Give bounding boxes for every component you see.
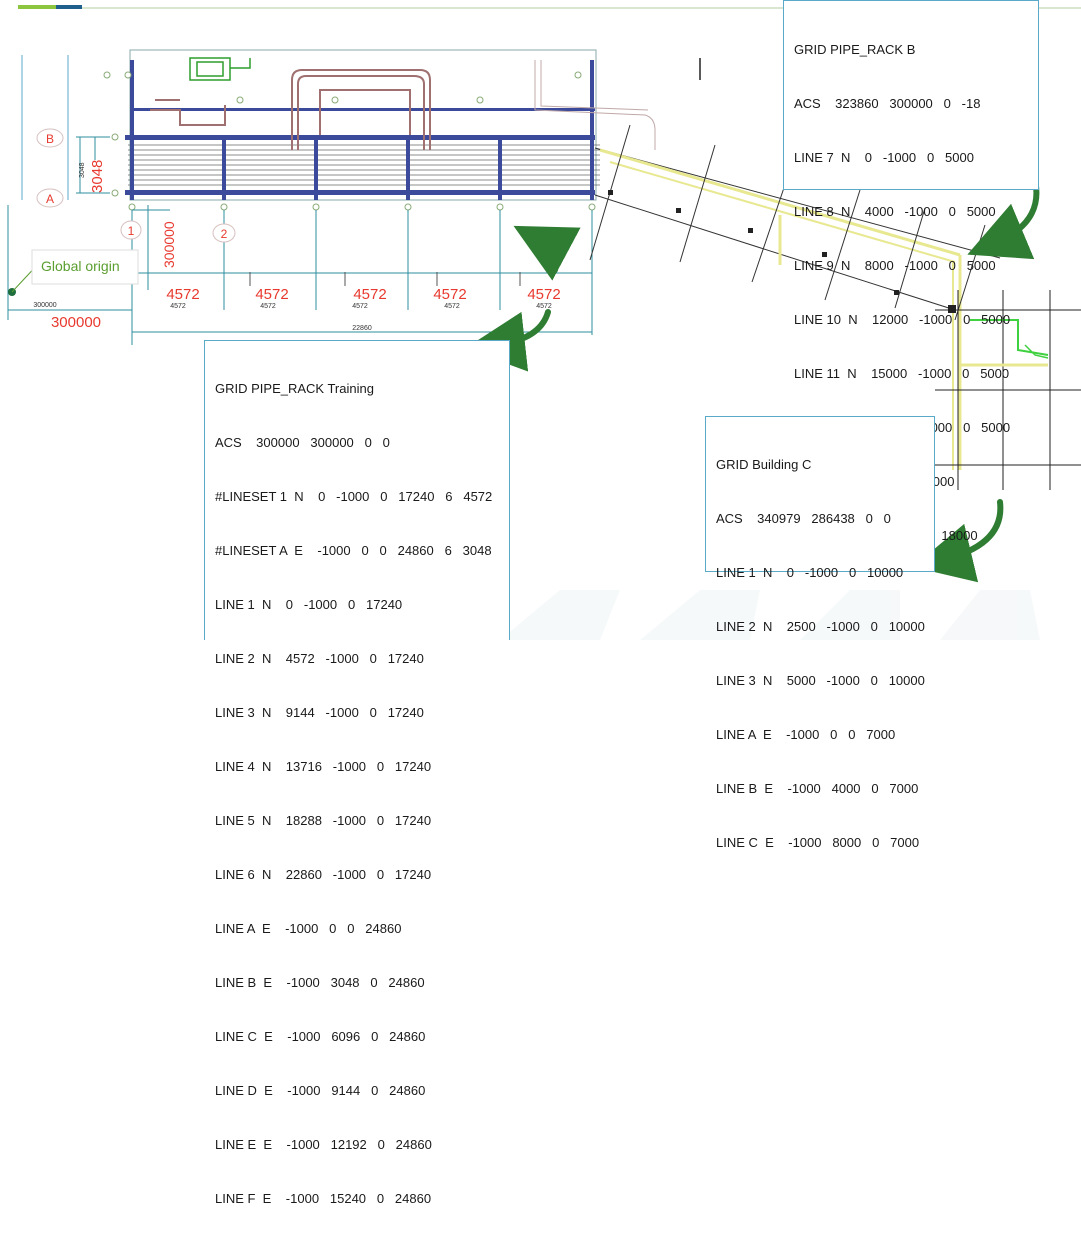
small-dim-4572: 4572 xyxy=(444,303,460,310)
main-rack-plan xyxy=(7,49,701,345)
callout-title: GRID PIPE_RACK Training xyxy=(215,381,374,396)
callout-line: LINE 9 N 8000 -1000 0 5000 xyxy=(794,258,996,273)
small-dim-4572: 4572 xyxy=(170,303,186,310)
callout-line: LINE 2 N 4572 -1000 0 17240 xyxy=(215,651,424,666)
global-origin-label: Global origin xyxy=(41,258,120,274)
callout-line: LINE 3 N 5000 -1000 0 10000 xyxy=(716,673,925,688)
callout-line: LINE C E -1000 8000 0 7000 xyxy=(716,835,920,850)
grid-bubble-b: B xyxy=(36,128,64,148)
callout-line: LINE 1 N 0 -1000 0 10000 xyxy=(716,565,904,580)
callout-line: ACS 300000 300000 0 0 xyxy=(215,435,390,450)
dim-y-origin-label: 300000 xyxy=(161,221,177,268)
small-dim-4572: 4572 xyxy=(260,303,276,310)
slide-header-bar xyxy=(0,0,1081,10)
small-dim-4572: 4572 xyxy=(352,303,368,310)
svg-text:A: A xyxy=(46,192,54,206)
diagram-canvas: A B 1 2 3048 300000 4572 4572 4572 4572 … xyxy=(0,0,1081,1206)
callout-line: #LINESET 1 N 0 -1000 0 17240 6 4572 xyxy=(215,489,493,504)
callout-line: LINE 4 N 13716 -1000 0 17240 xyxy=(215,759,432,774)
floor-perspective xyxy=(500,590,1040,640)
callout-line: LINE 3 N 9144 -1000 0 17240 xyxy=(215,705,424,720)
dim-grid-spacing-label: 3048 xyxy=(89,160,106,193)
callout-line: LINE 7 N 0 -1000 0 5000 xyxy=(794,150,974,165)
callout-line: LINE D E -1000 9144 0 24860 xyxy=(215,1083,426,1098)
callout-title: GRID PIPE_RACK B xyxy=(794,42,916,57)
callout-line: LINE E E -1000 12192 0 24860 xyxy=(215,1137,432,1152)
callout-line: LINE 6 N 22860 -1000 0 17240 xyxy=(215,867,432,882)
dim-bay-label: 4572 xyxy=(527,286,560,303)
header-accent-blue xyxy=(56,5,82,9)
callout-line: LINE 2 N 2500 -1000 0 10000 xyxy=(716,619,925,634)
callout-line: LINE A E -1000 0 0 7000 xyxy=(716,727,896,742)
dim-bay-label: 4572 xyxy=(353,286,386,303)
callout-line: ACS 323860 300000 0 -18 xyxy=(794,96,981,111)
callout-title: GRID Building C xyxy=(716,457,812,472)
callout-line: ACS 340979 286438 0 0 xyxy=(716,511,891,526)
dim-bay-label: 4572 xyxy=(433,286,466,303)
pipe-rack-b-plan xyxy=(589,124,1001,470)
callout-line: LINE A E -1000 0 0 24860 xyxy=(215,921,402,936)
callout-line: LINE 1 N 0 -1000 0 17240 xyxy=(215,597,403,612)
callout-line: LINE B E -1000 3048 0 24860 xyxy=(215,975,425,990)
dim-bay-label: 4572 xyxy=(166,286,199,303)
arrow-to-building-c xyxy=(912,499,1004,583)
building-c-plan xyxy=(935,290,1081,490)
dim-bay-label: 4572 xyxy=(255,286,288,303)
small-dim-total: 22860 xyxy=(352,325,372,332)
arrow-up-dim xyxy=(513,225,581,281)
callout-building-c: GRID Building C ACS 340979 286438 0 0 LI… xyxy=(705,416,935,850)
callout-pipe-rack-training: GRID PIPE_RACK Training ACS 300000 30000… xyxy=(204,340,510,1206)
grid-bubble-a: A xyxy=(36,188,64,208)
callout-line: LINE 5 N 18288 -1000 0 17240 xyxy=(215,813,432,828)
svg-text:2: 2 xyxy=(221,227,228,241)
callout-line: LINE C E -1000 6096 0 24860 xyxy=(215,1029,426,1044)
header-accent-green xyxy=(18,5,56,9)
svg-text:B: B xyxy=(46,132,54,146)
pipe-rack-drawing: A B 1 2 3048 300000 4572 4572 4572 4572 … xyxy=(7,49,1081,640)
grid-bubble-1: 1 xyxy=(120,220,142,240)
callout-pipe-rack-b: GRID PIPE_RACK B ACS 323860 300000 0 -18… xyxy=(783,0,1039,543)
svg-text:1: 1 xyxy=(128,224,135,238)
header-rule xyxy=(82,7,1081,9)
callout-line: LINE 8 N 4000 -1000 0 5000 xyxy=(794,204,996,219)
callout-line: LINE 10 N 12000 -1000 0 5000 xyxy=(794,312,1011,327)
dim-x-origin-label: 300000 xyxy=(51,314,101,331)
callout-line: LINE 11 N 15000 -1000 0 5000 xyxy=(794,366,1010,381)
callout-line: LINE F E -1000 15240 0 24860 xyxy=(215,1191,432,1206)
small-dim-300000: 300000 xyxy=(33,302,56,309)
callout-line: #LINESET A E -1000 0 0 24860 6 3048 xyxy=(215,543,492,558)
global-origin-callout: Global origin xyxy=(31,249,139,285)
callout-line: LINE B E -1000 4000 0 7000 xyxy=(716,781,919,796)
small-dim-4572: 4572 xyxy=(536,303,552,310)
grid-bubble-2: 2 xyxy=(212,223,236,243)
small-dim-3048: 3048 xyxy=(79,162,86,178)
